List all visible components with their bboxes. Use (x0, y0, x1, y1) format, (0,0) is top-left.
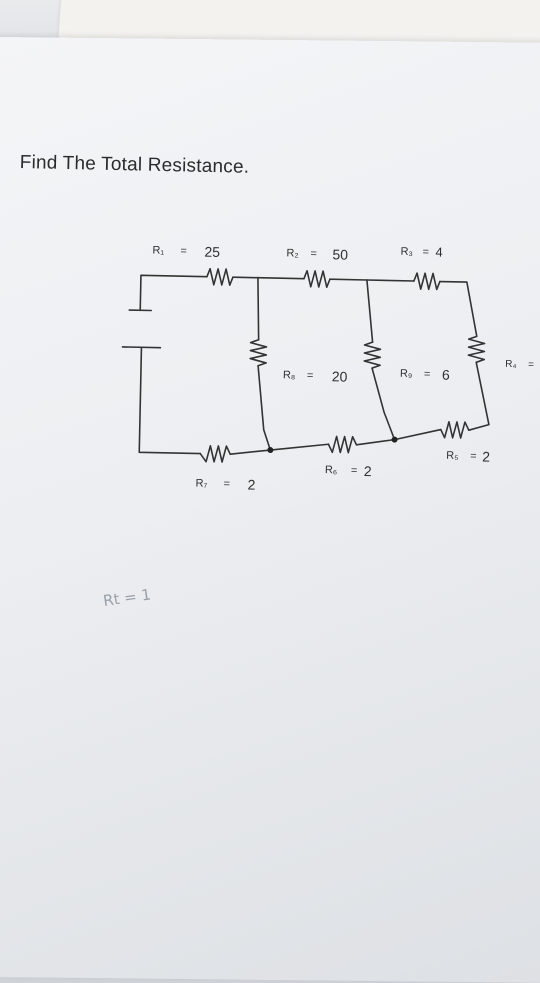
wire-r5-node (395, 429, 441, 441)
label-r1-equals: = (180, 245, 187, 257)
wire-r3-to-r4 (439, 282, 478, 337)
resistor-r4-zigzag (468, 336, 485, 362)
wire-r9-node (371, 368, 396, 439)
wire-r4-to-r5 (469, 362, 490, 430)
wire-to-r7 (230, 449, 270, 455)
wire-r2-node (330, 279, 367, 280)
label-r7-name: R₇ (195, 477, 207, 489)
resistor-r3-zigzag (414, 273, 440, 290)
resistor-r8-zigzag (250, 340, 267, 366)
label-r2-name: R₂ (286, 247, 298, 259)
wire-to-r6 (356, 439, 394, 446)
label-r1-value: 25 (204, 244, 220, 260)
label-r4-name: R₄ (505, 359, 517, 370)
wire-r1-node (233, 277, 258, 278)
label-r7-equals: = (223, 478, 230, 490)
label-r3-value: 4 (435, 244, 443, 259)
label-r5-equals: = (470, 450, 477, 462)
wire-to-r9 (366, 280, 374, 342)
label-r4-equals: = (528, 359, 534, 370)
label-r5-name: R₅ (446, 450, 459, 462)
label-r6-name: R₆ (325, 464, 338, 476)
label-r5-value: 2 (482, 448, 490, 464)
label-r8-equals: = (307, 370, 314, 382)
label-r6-equals: = (351, 465, 358, 477)
label-r2-value: 50 (332, 246, 348, 262)
wire-r8-node (256, 366, 272, 450)
label-r6-value: 2 (364, 463, 372, 479)
wire-to-r8 (257, 278, 260, 340)
resistor-r6-zigzag (328, 436, 356, 453)
wire-to-r2 (258, 278, 304, 279)
wire-to-r3 (367, 280, 414, 281)
label-r3-name: R₃ (400, 246, 413, 258)
handwritten-note: Rt = 1 (102, 585, 152, 609)
label-r9-value: 6 (442, 367, 450, 383)
label-r7-value: 2 (247, 477, 255, 493)
label-r8-value: 20 (332, 368, 348, 384)
label-r8-name: R₈ (283, 369, 296, 381)
resistor-r9-zigzag (364, 342, 381, 368)
wire-battery-to-r1 (140, 275, 207, 311)
label-r1-name: R₁ (152, 245, 164, 257)
resistor-r7-zigzag (200, 446, 230, 463)
resistor-r5-zigzag (441, 422, 469, 439)
resistor-r1-zigzag (207, 269, 233, 286)
wire-battery-to-r7 (139, 347, 202, 453)
junction-node-b (392, 437, 398, 443)
label-r9-name: R₉ (400, 368, 413, 380)
wire-r6-node (270, 443, 328, 451)
circuit-diagram: R₁ = 25 R₂ = 50 R₃ = 4 R₄ = R₈ = 20 R₉ =… (0, 0, 540, 960)
label-r2-equals: = (310, 248, 317, 260)
resistor-r2-zigzag (304, 271, 330, 288)
label-r3-equals: = (422, 246, 429, 258)
label-r9-equals: = (424, 368, 431, 380)
junction-node-a (267, 447, 273, 453)
